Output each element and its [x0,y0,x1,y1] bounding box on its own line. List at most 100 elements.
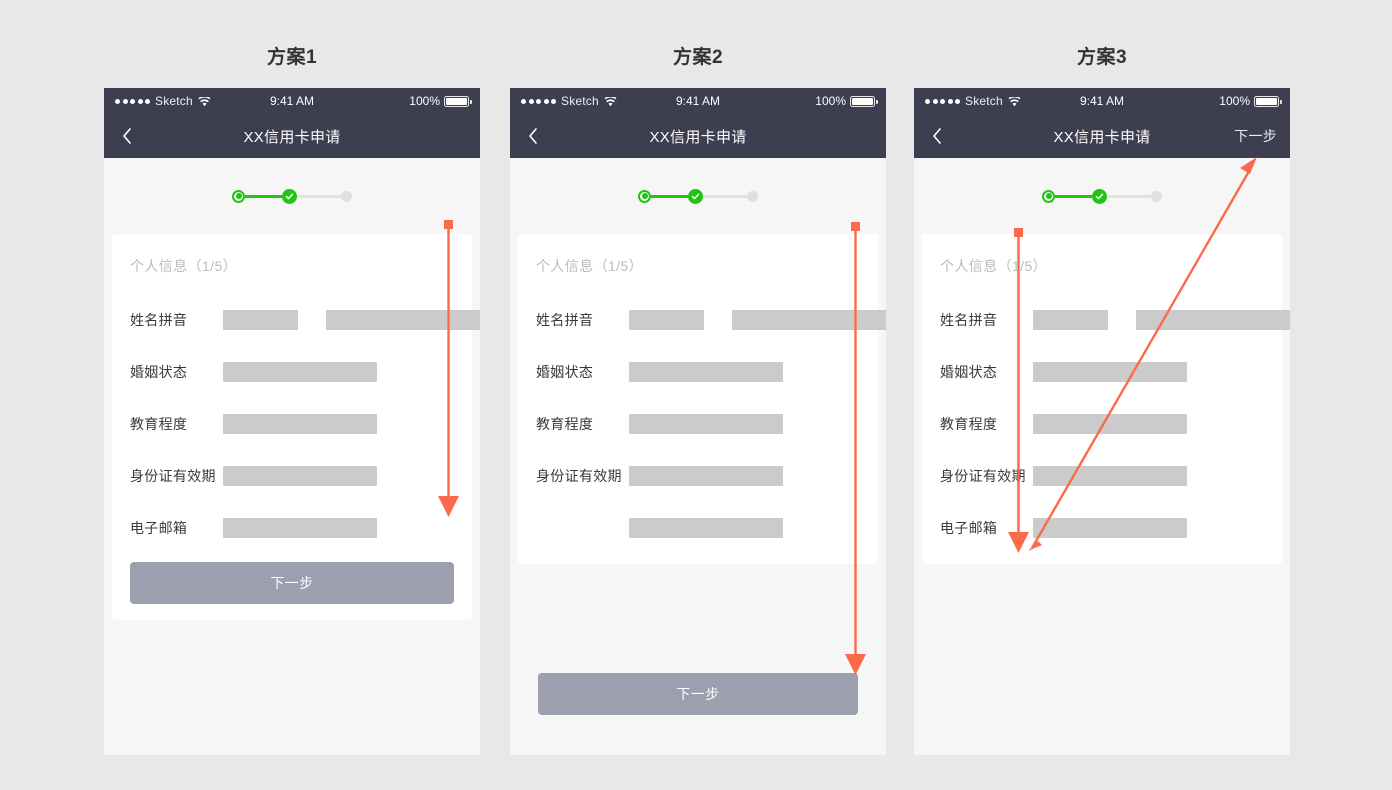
form-row: 教育程度 [130,398,454,450]
step-node-2-check[interactable] [688,188,703,204]
signal-dots-icon [925,98,960,104]
wifi-icon [198,95,211,107]
step-node-1[interactable] [638,189,651,203]
status-bar-right-2: 100% [815,94,878,108]
step-bar-completed-2 [651,194,688,198]
form-input-given-name[interactable] [223,310,298,330]
form-row: 教育程度 [940,398,1264,450]
status-bar-right-1: 100% [409,94,472,108]
step-node-3[interactable] [747,190,758,202]
step-bar-pending-1 [297,194,341,198]
form-label: 教育程度 [536,416,594,432]
form-row: 电子邮箱 [130,502,454,554]
form-input-family-name[interactable] [326,310,480,330]
form-label: 婚姻状态 [536,364,594,380]
battery-icon [1254,95,1282,107]
form-label: 婚姻状态 [940,364,998,380]
step-node-1[interactable] [232,189,245,203]
form-input-email[interactable] [629,518,783,538]
form-row: 婚姻状态 [536,346,860,398]
form-card-title-2: 个人信息（1/5） [536,258,644,274]
wifi-icon [1008,95,1021,107]
form-row: 姓名拼音 [130,294,480,346]
mockup-title-3: 方案3 [1076,47,1128,68]
form-row: 身份证有效期 [536,450,860,502]
signal-dots-icon [115,98,150,104]
form-card-3: 个人信息（1/5） 姓名拼音 婚姻状态 教育程度 身份证有效期 [922,234,1290,564]
status-bar-2: Sketch 9:41 AM 100% [510,88,886,114]
battery-percent-1: 100% [409,94,440,108]
form-label: 身份证有效期 [940,468,1026,484]
wifi-icon [604,95,617,107]
form-input-marital-status[interactable] [223,362,377,382]
carrier-label-1: Sketch [155,94,193,108]
form-row: 电子邮箱 [940,502,1264,554]
battery-percent-3: 100% [1219,94,1250,108]
battery-icon [850,95,878,107]
next-step-button-2[interactable]: 下一步 [538,673,858,715]
step-bar-completed-3 [1055,194,1092,198]
form-input-id-validity[interactable] [629,466,783,486]
form-input-given-name[interactable] [629,310,704,330]
nav-bar-1: XX信用卡申请 [104,114,480,158]
form-label: 教育程度 [130,416,188,432]
form-input-education[interactable] [629,414,783,434]
form-input-marital-status[interactable] [629,362,783,382]
form-input-education[interactable] [223,414,377,434]
status-bar-left-3: Sketch [925,94,1021,108]
step-bar-pending-2 [703,194,747,198]
step-bar-pending-3 [1107,194,1151,198]
form-label: 婚姻状态 [130,364,188,380]
battery-percent-2: 100% [815,94,846,108]
step-node-1[interactable] [1042,189,1055,203]
form-row: 姓名拼音 [940,294,1290,346]
form-input-given-name[interactable] [1033,310,1108,330]
form-label: 身份证有效期 [130,468,216,484]
carrier-label-2: Sketch [561,94,599,108]
step-node-3[interactable] [341,190,352,202]
back-button-3[interactable] [927,121,949,151]
form-card-title-3: 个人信息（1/5） [940,258,1048,274]
carrier-label-3: Sketch [965,94,1003,108]
mockup-title-2: 方案2 [672,47,724,68]
progress-stepper-1 [104,158,480,234]
step-node-3[interactable] [1151,190,1162,202]
phone-frame-2: Sketch 9:41 AM 100% XX信用卡申请 [510,88,886,755]
form-row: 教育程度 [536,398,860,450]
form-card-2: 个人信息（1/5） 姓名拼音 婚姻状态 教育程度 身份证有效期 [518,234,886,564]
nav-title-2: XX信用卡申请 [649,128,747,146]
status-bar-3: Sketch 9:41 AM 100% [914,88,1290,114]
form-input-marital-status[interactable] [1033,362,1187,382]
next-step-button-1[interactable]: 下一步 [130,562,454,604]
back-button-2[interactable] [523,121,545,151]
phone-frame-1: Sketch 9:41 AM 100% XX信用卡申请 [104,88,480,755]
form-input-email[interactable] [1033,518,1187,538]
form-row: 身份证有效期 [940,450,1264,502]
form-input-family-name[interactable] [1136,310,1290,330]
form-label: 身份证有效期 [536,468,622,484]
status-bar-left-1: Sketch [115,94,211,108]
form-input-id-validity[interactable] [1033,466,1187,486]
form-input-education[interactable] [1033,414,1187,434]
progress-stepper-3 [914,158,1290,234]
form-label: 电子邮箱 [130,520,188,536]
nav-next-step-button-3[interactable]: 下一步 [1234,128,1277,144]
battery-icon [444,95,472,107]
nav-title-1: XX信用卡申请 [243,128,341,146]
form-card-1: 个人信息（1/5） 姓名拼音 婚姻状态 教育程度 身份证有效期 [112,234,480,620]
nav-bar-2: XX信用卡申请 [510,114,886,158]
form-card-title-1: 个人信息（1/5） [130,258,238,274]
step-bar-completed-1 [245,194,282,198]
form-input-family-name[interactable] [732,310,886,330]
form-label: 姓名拼音 [940,312,998,328]
status-bar-right-3: 100% [1219,94,1282,108]
form-input-email[interactable] [223,518,377,538]
form-row: 身份证有效期 [130,450,454,502]
progress-stepper-2 [510,158,886,234]
step-node-2-check[interactable] [282,188,297,204]
form-input-id-validity[interactable] [223,466,377,486]
back-button-1[interactable] [117,121,139,151]
step-node-2-check[interactable] [1092,188,1107,204]
form-row: 姓名拼音 [536,294,886,346]
